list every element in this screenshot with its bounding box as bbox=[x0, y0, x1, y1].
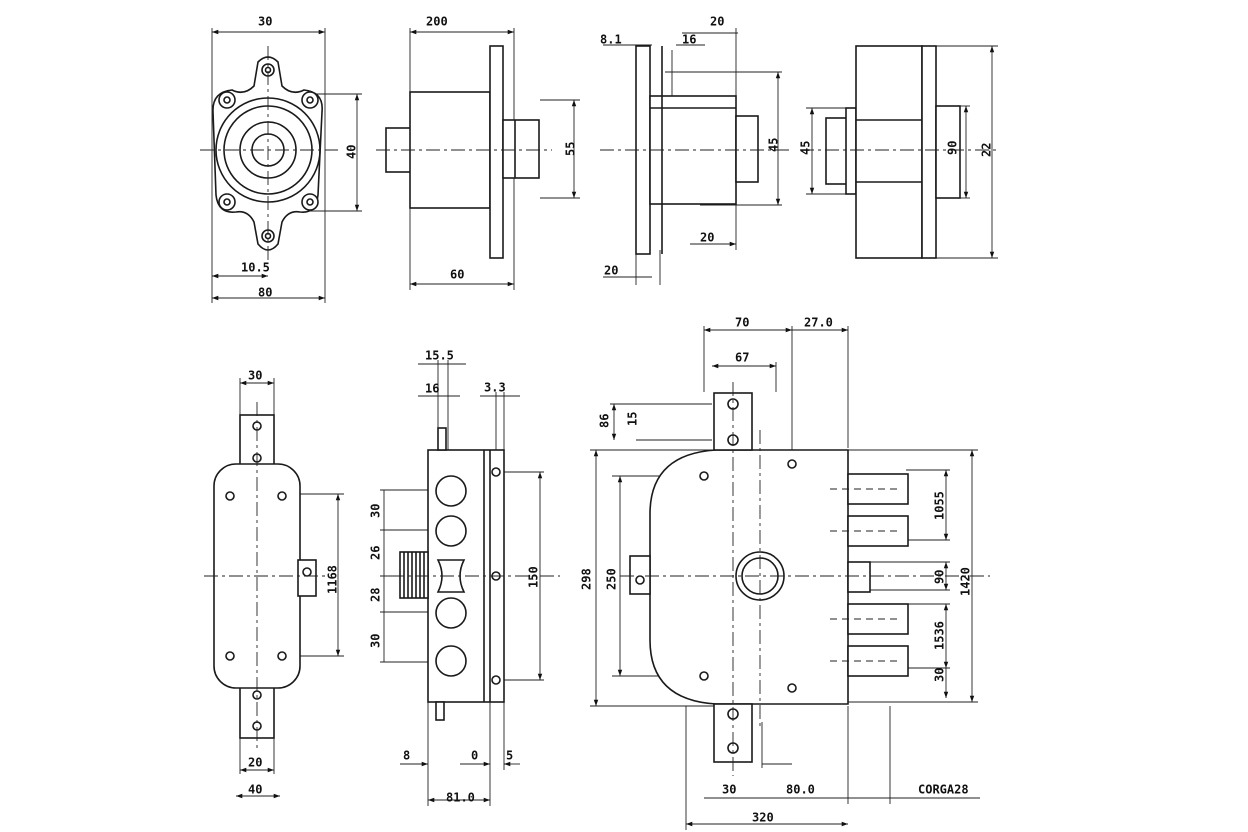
dim-label: 1055 bbox=[933, 491, 947, 520]
dim-label: 250 bbox=[605, 568, 619, 590]
dim-label: 200 bbox=[426, 15, 448, 29]
reference-code: CORGA28 bbox=[918, 783, 969, 797]
dim-label: 30 bbox=[369, 634, 383, 648]
dim-label: 150 bbox=[527, 566, 541, 588]
end-view: 45 90 22 bbox=[799, 45, 1000, 259]
dim-label: 30 bbox=[258, 15, 272, 29]
dim-label: 45 bbox=[799, 141, 813, 155]
dim-label: 67 bbox=[735, 351, 749, 365]
dim-label: 70 bbox=[735, 316, 749, 330]
dim-label: 28 bbox=[369, 588, 383, 602]
dim-label: 10.5 bbox=[241, 261, 270, 275]
dim-label: 20 bbox=[710, 15, 724, 29]
dim-label: 40 bbox=[248, 783, 262, 797]
dim-label: 90 bbox=[933, 570, 947, 584]
front-flange-view: 30 40 10.5 80 bbox=[200, 15, 362, 303]
lock-edge-view: 15.5 16 3.3 30 26 28 30 150 8 0 5 81.0 bbox=[369, 349, 560, 806]
side-cylinder-view: 200 55 60 bbox=[376, 15, 580, 290]
dim-label: 15 bbox=[626, 412, 640, 426]
dim-label: 8.1 bbox=[600, 33, 622, 47]
dim-label: 20 bbox=[700, 231, 714, 245]
dim-label: 86 bbox=[598, 414, 612, 428]
dim-label: 16 bbox=[425, 382, 439, 396]
dim-label: 55 bbox=[564, 142, 578, 156]
dim-label: 1168 bbox=[326, 565, 340, 594]
dim-label: 30 bbox=[933, 668, 947, 682]
dim-label: 30 bbox=[369, 504, 383, 518]
dim-label: 20 bbox=[248, 756, 262, 770]
dim-label: 3.3 bbox=[484, 381, 506, 395]
dim-label: 30 bbox=[248, 369, 262, 383]
dim-label: 60 bbox=[450, 268, 464, 282]
dim-label: 80.0 bbox=[786, 783, 815, 797]
dim-label: 45 bbox=[767, 138, 781, 152]
dim-label: 15.5 bbox=[425, 349, 454, 363]
lock-front-view: 30 1168 20 40 bbox=[204, 369, 344, 799]
dim-label: 20 bbox=[604, 264, 618, 278]
dim-label: 40 bbox=[345, 145, 359, 159]
lock-main-view: 70 27.0 67 86 15 298 250 1055 90 1420 15… bbox=[580, 316, 990, 830]
dim-label: 0 bbox=[471, 749, 478, 763]
dim-label: 27.0 bbox=[804, 316, 833, 330]
dim-label: 16 bbox=[682, 33, 696, 47]
dim-label: 81.0 bbox=[446, 791, 475, 805]
dim-label: 298 bbox=[580, 568, 594, 590]
dim-label: 8 bbox=[403, 749, 410, 763]
dim-label: 22 bbox=[980, 143, 994, 157]
dim-label: 320 bbox=[752, 811, 774, 825]
dim-label: 26 bbox=[369, 546, 383, 560]
dim-label: 80 bbox=[258, 286, 272, 300]
dim-label: 30 bbox=[722, 783, 736, 797]
dim-label: 5 bbox=[506, 749, 513, 763]
dim-label: 90 bbox=[946, 141, 960, 155]
side-stepped-view: 8.1 16 20 45 20 20 bbox=[600, 15, 790, 285]
dim-label: 1420 bbox=[959, 567, 973, 596]
dim-label: 1536 bbox=[933, 621, 947, 650]
